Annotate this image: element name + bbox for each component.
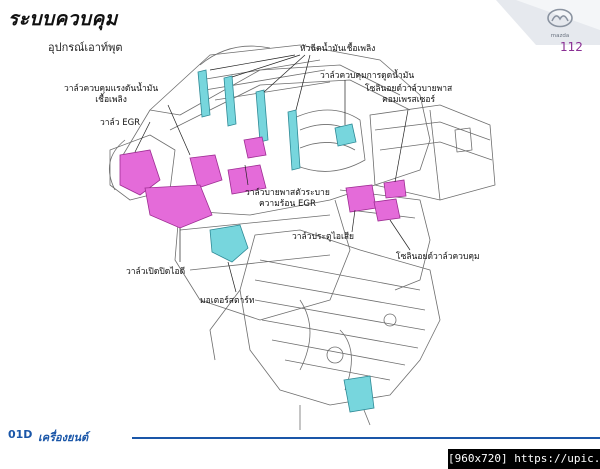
compressor-bypass-shape [383,179,407,199]
footer-divider [132,437,600,439]
callout-egr-valve: วาล์ว EGR [100,118,141,128]
fuel-injector-2 [223,75,237,127]
slide-subtitle: อุปกรณ์เอาท์พุต [48,41,123,54]
callout-intake-shutter-valve: วาล์วเปิดปิดไอดี [126,267,186,277]
footer-label: เครื่องยนต์ [38,431,89,444]
control-solenoid-shape [373,198,401,222]
callout-starter-motor: มอเตอร์สตาร์ท [200,296,255,306]
callout-control-solenoid-valve: โซลินอยด์วาล์วควบคุม [396,252,480,262]
bottom-sensor [343,375,375,413]
egr-valve-shape [189,154,223,189]
callout-egr-cooler-bypass-valve: วาล์วบายพาสตัวระบาย ความร้อน EGR [245,188,330,209]
suction-control-valve [334,123,357,147]
fuel-injector-4 [287,109,301,171]
slide-title: ระบบควบคุม [8,8,118,30]
pressure-sensor-shape [243,136,267,159]
callout-fuel-injector: หัวฉีดน้ำมันเชื้อเพลิง [300,44,376,54]
callout-compressor-bypass-solenoid: โซลินอยด์วาล์วบายพาส คอมเพรสเซอร์ [365,84,453,105]
fuel-injector-1 [197,69,211,118]
fuel-injector-3 [255,89,269,143]
callout-suction-control-valve: วาล์วควบคุมการดูดน้ำมัน [320,71,415,81]
throttle-valve-shape [345,184,377,213]
page-number: 112 [560,40,583,54]
callout-fuel-pressure-control-valve: วาล์วควบคุมแรงดันน้ำมัน เชื้อเพลิง [64,84,159,105]
intake-shutter-valve-shape [144,184,213,229]
starter-motor-shape [209,224,249,263]
footer-code: 01D [8,428,33,441]
callout-throttle-valve: วาล์วประตูไอเสีย [292,232,355,242]
svg-text:mazda: mazda [551,33,569,39]
mazda-logo: mazda [496,0,600,45]
watermark: [960x720] https://upic.me/ [448,449,600,469]
